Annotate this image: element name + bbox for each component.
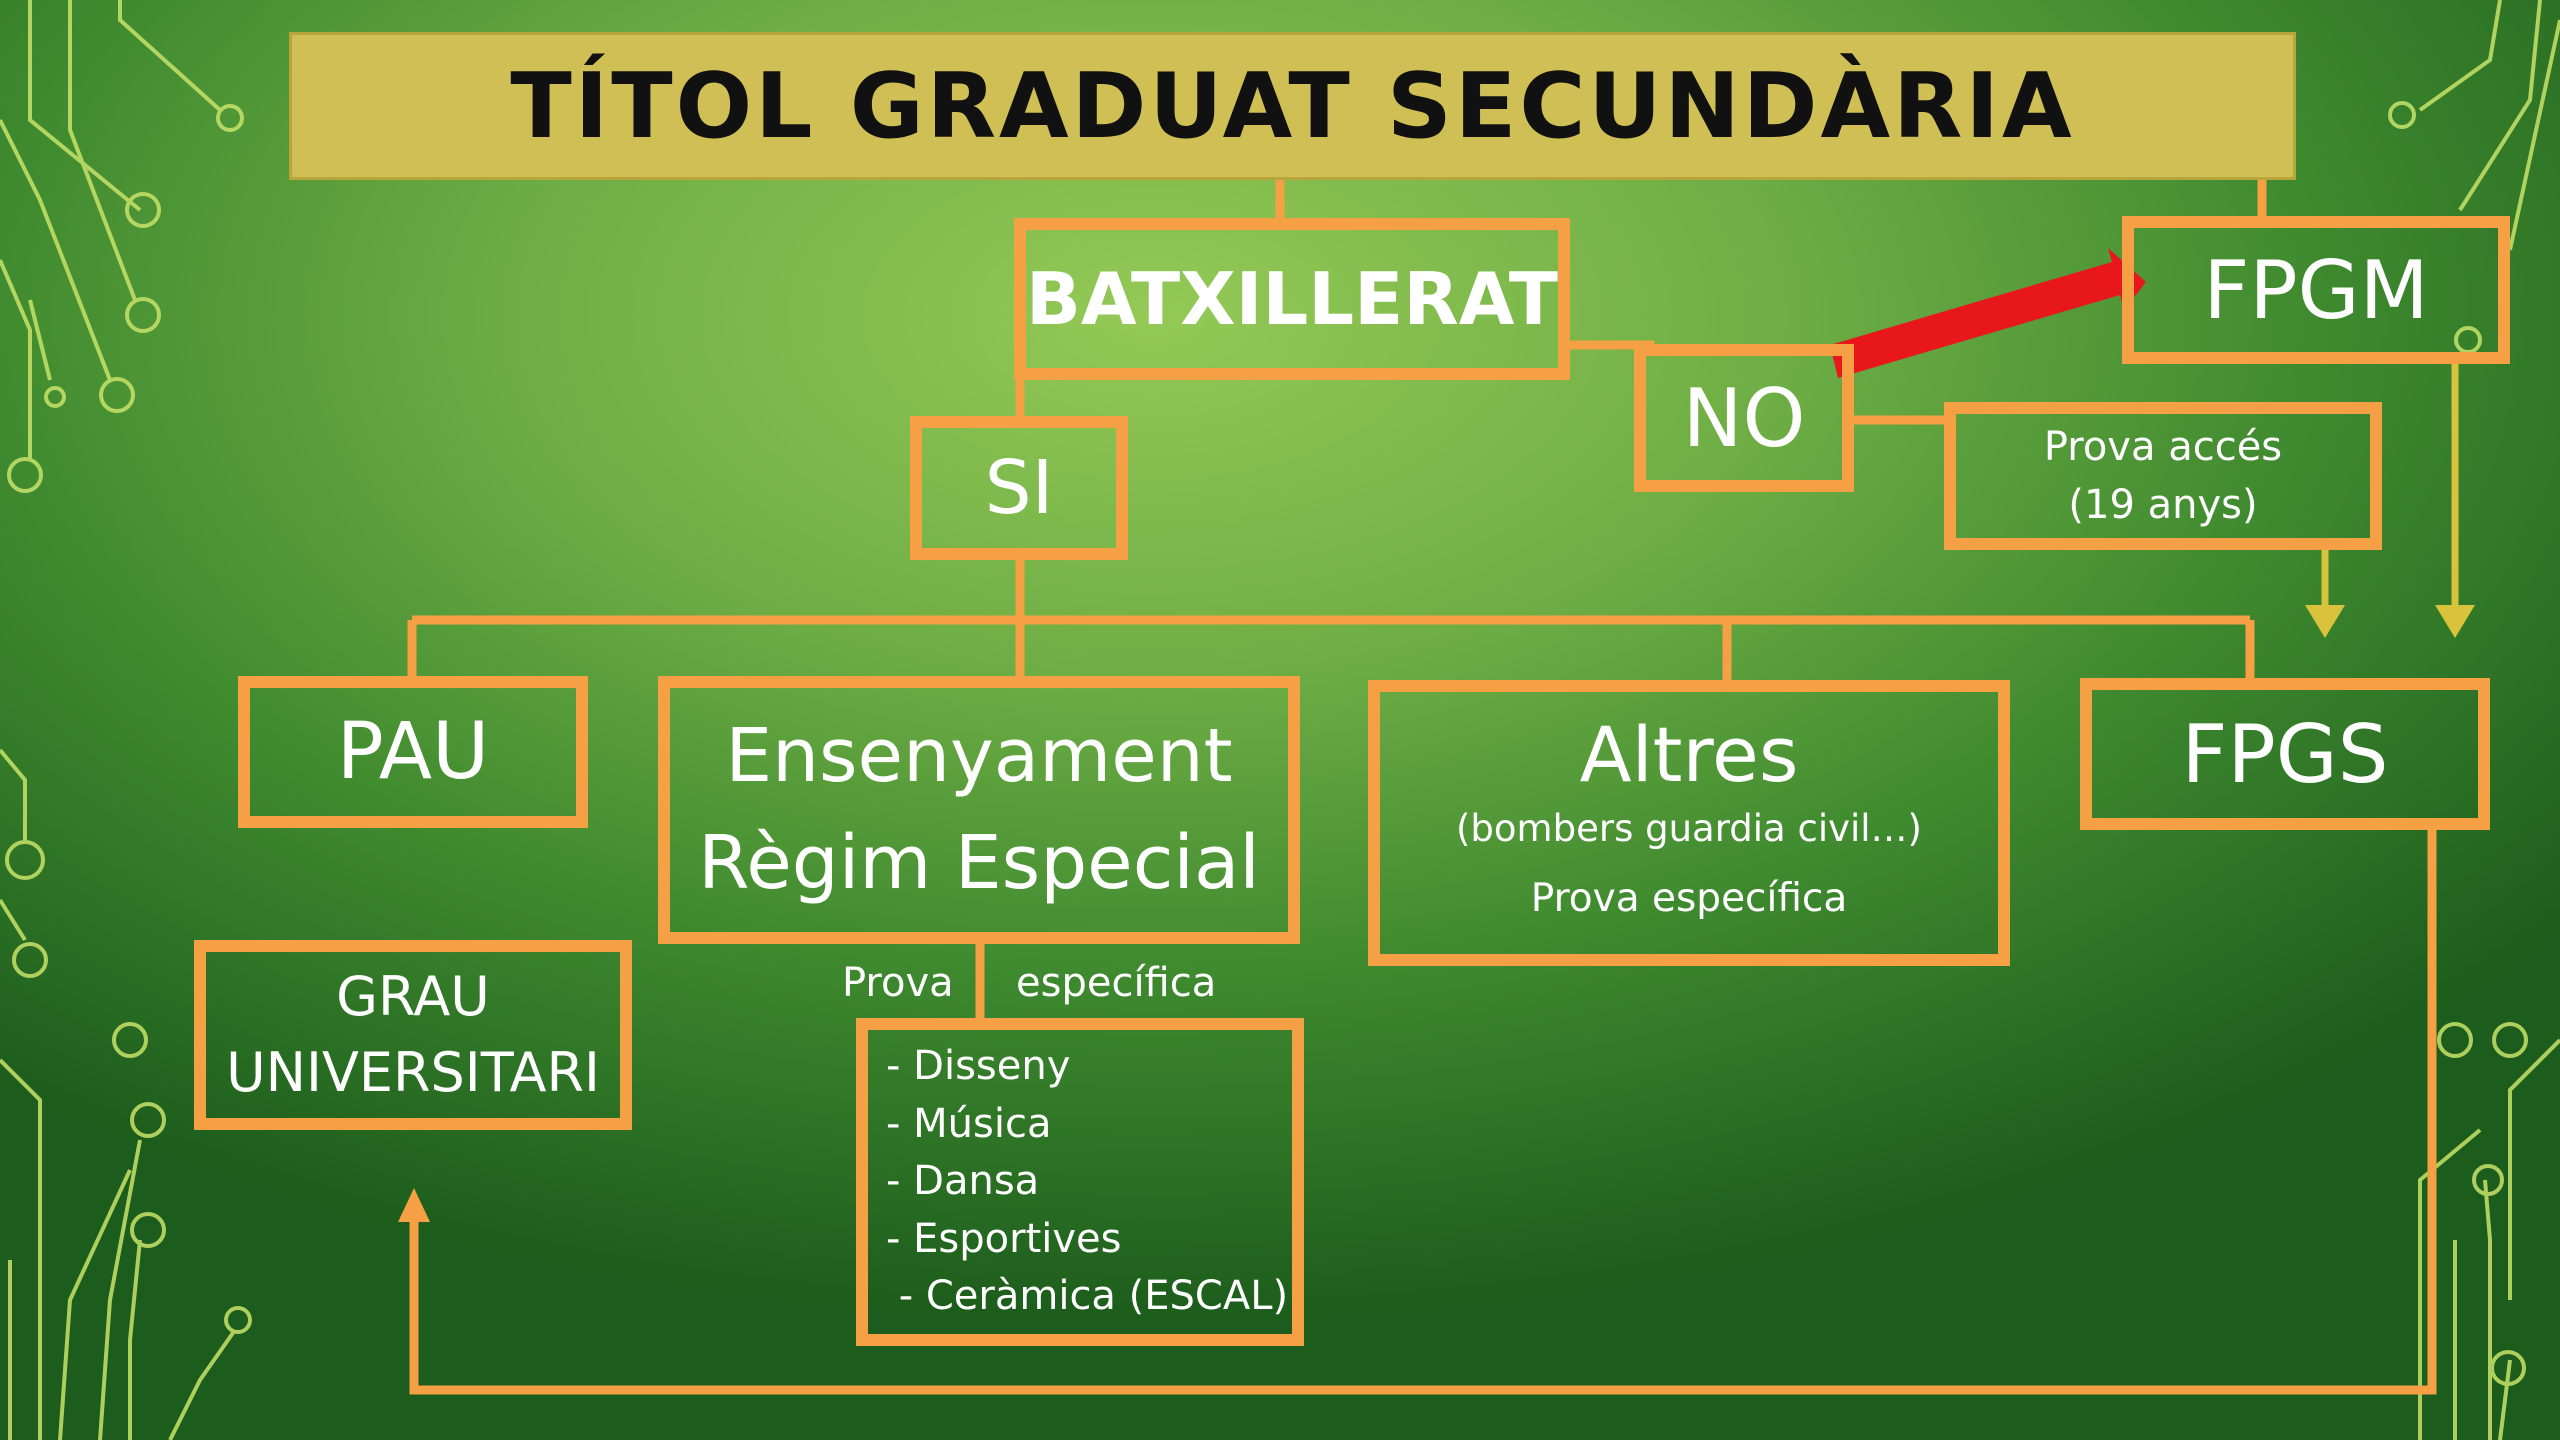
- highlight-arrow: [1830, 248, 2146, 378]
- node-fpgs-label: FPGS: [2181, 707, 2389, 801]
- list-item: - Ceràmica (ESCAL): [886, 1273, 1289, 1320]
- arrowhead-grau: [398, 1188, 430, 1222]
- node-prova-acces-line-1: Prova accés: [2043, 424, 2283, 470]
- node-grau-line-2: UNIVERSITARI: [226, 1041, 600, 1104]
- list-item: - Dansa: [886, 1158, 1040, 1205]
- node-no-label: NO: [1682, 371, 1806, 465]
- especifica-label: específica: [1016, 960, 1217, 1006]
- node-grau-universitari: GRAU UNIVERSITARI: [194, 940, 632, 1130]
- list-item: - Esportives: [886, 1215, 1122, 1262]
- list-item: - Música: [886, 1100, 1052, 1147]
- node-fpgm: FPGM: [2122, 216, 2510, 364]
- node-altres-title: Altres: [1579, 710, 1799, 799]
- node-prova-acces-line-2: (19 anys): [2068, 482, 2258, 528]
- node-ensenyament-list: - Disseny - Música - Dansa - Esportives …: [856, 1018, 1304, 1346]
- node-batxillerat: BATXILLERAT: [1014, 218, 1570, 380]
- node-no: NO: [1634, 344, 1854, 492]
- node-pau: PAU: [238, 676, 588, 828]
- node-prova-acces: Prova accés (19 anys): [1944, 402, 2382, 550]
- node-altres-subtitle: (bombers guardia civil…): [1456, 806, 1922, 850]
- node-ensenyament-line-2: Règim Especial: [698, 820, 1260, 906]
- prova-label: Prova: [842, 960, 954, 1006]
- node-si: SI: [910, 416, 1128, 560]
- page-title: TÍTOL GRADUAT SECUNDÀRIA: [289, 32, 2296, 180]
- arrow-prova-fpgs-head: [2305, 605, 2345, 638]
- node-ensenyament: Ensenyament Règim Especial: [658, 676, 1300, 944]
- list-item: - Disseny: [886, 1043, 1071, 1090]
- node-si-label: SI: [984, 445, 1054, 531]
- node-fpgs: FPGS: [2080, 678, 2490, 830]
- node-grau-line-1: GRAU: [336, 965, 490, 1029]
- node-altres-note: Prova específica: [1530, 875, 1848, 921]
- node-fpgm-label: FPGM: [2203, 243, 2429, 337]
- node-altres: Altres (bombers guardia civil…) Prova es…: [1368, 680, 2010, 966]
- node-batxillerat-label: BATXILLERAT: [1025, 257, 1559, 341]
- connector-fpgs-grau: [409, 826, 2437, 1395]
- node-pau-label: PAU: [336, 707, 490, 797]
- arrow-fpgm-fpgs-head: [2435, 605, 2475, 638]
- node-ensenyament-line-1: Ensenyament: [725, 712, 1233, 799]
